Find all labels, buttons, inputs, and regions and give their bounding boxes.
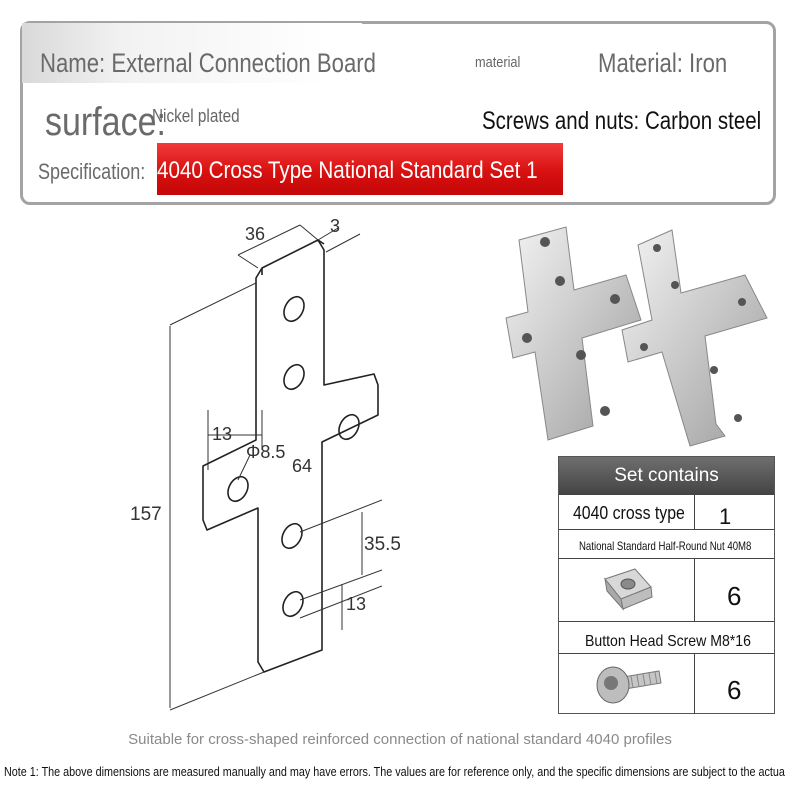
header-shading (22, 23, 362, 83)
table-header-label: Set contains (614, 465, 719, 486)
cross-plate-right (621, 229, 768, 447)
dim-hole-pitch: 35.5 (364, 534, 400, 555)
suitability-caption: Suitable for cross-shaped reinforced con… (128, 731, 672, 748)
spec-highlight-bar (157, 143, 563, 195)
surface-label: surface: (45, 100, 166, 144)
set-contents-table: Set contains 4040 cross type 1 National … (558, 456, 775, 714)
disclaimer-note: Note 1: The above dimensions are measure… (4, 764, 785, 779)
material-label: Material: Iron (598, 48, 728, 78)
t-nut-icon (604, 568, 653, 611)
table-row-qty: 6 (727, 675, 742, 705)
table-row-item: 4040 cross type (573, 503, 685, 523)
table-row-qty: 1 (719, 504, 732, 529)
spec-value: 4040 Cross Type National Standard Set 1 (157, 157, 538, 184)
cross-plate-outline (202, 239, 379, 673)
dim-hole-diameter: Φ8.5 (246, 442, 285, 462)
dim-hole-offset: 13 (212, 424, 232, 444)
dim-width: 36 (245, 224, 265, 244)
table-header: Set contains (559, 457, 774, 494)
dim-arm-span: 64 (292, 456, 312, 476)
table-row-item: National Standard Half-Round Nut 40M8 (579, 539, 752, 553)
material-caption: material (475, 54, 521, 71)
technical-drawing: 36 3 13 Φ8.5 64 157 35.5 13 (130, 216, 400, 711)
dim-edge-offset: 13 (346, 594, 366, 614)
screws-material: Screws and nuts: Carbon steel (482, 107, 762, 135)
dim-length: 157 (130, 504, 162, 525)
spec-label: Specification: (38, 159, 146, 184)
product-photo (505, 226, 768, 447)
surface-value: Nickel plated (152, 106, 240, 126)
dim-thickness: 3 (330, 216, 340, 236)
table-row-qty: 6 (727, 581, 742, 611)
product-name: Name: External Connection Board (40, 48, 376, 78)
cross-plate-left (505, 226, 642, 441)
screw-icon (596, 666, 662, 704)
table-row-item: Button Head Screw M8*16 (585, 633, 751, 650)
